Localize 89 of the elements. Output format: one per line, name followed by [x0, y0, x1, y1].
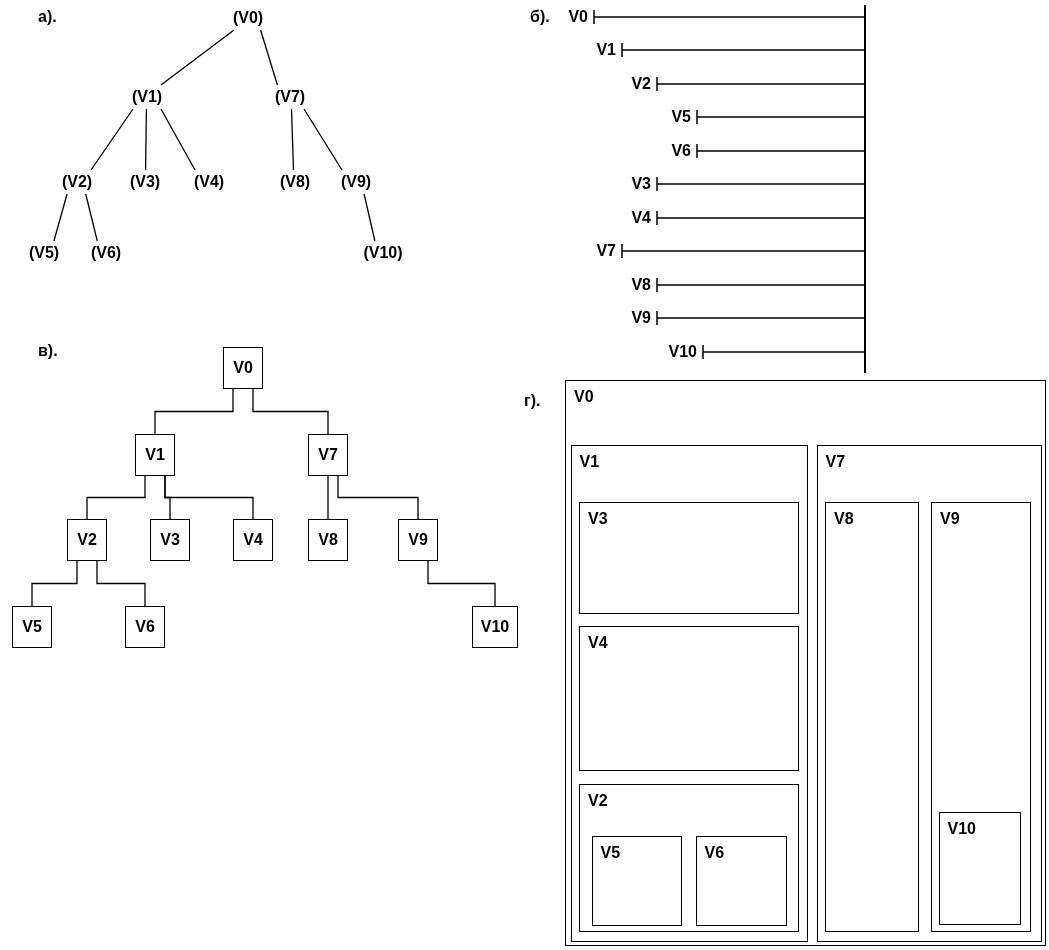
node-box: V7 — [308, 434, 348, 476]
connector-line — [290, 108, 295, 171]
connector-line — [252, 388, 329, 435]
node-label: (V3) — [123, 170, 167, 194]
nested-box — [938, 811, 1021, 925]
node-label: (V0) — [226, 6, 270, 30]
connector-line — [154, 388, 234, 435]
node-label: (V10) — [357, 241, 409, 265]
node-label: (V1) — [125, 85, 169, 109]
connector-line — [31, 560, 78, 607]
bracket-line — [621, 243, 865, 259]
bracket-line — [656, 176, 865, 192]
node-box: V1 — [135, 434, 175, 476]
node-box: V8 — [308, 519, 348, 561]
node-label: V5 — [663, 106, 697, 128]
panel-label: б). — [530, 8, 550, 26]
node-box: V5 — [12, 606, 52, 648]
panel-label: а). — [38, 8, 57, 26]
connector-line — [160, 29, 235, 86]
box-title: V1 — [579, 453, 600, 470]
node-label: (V8) — [273, 170, 317, 194]
box-title: V6 — [704, 844, 725, 861]
node-box: V9 — [398, 519, 438, 561]
connector-line — [86, 475, 146, 520]
nested-box — [591, 835, 682, 926]
connector-line — [303, 108, 343, 171]
node-label: (V6) — [84, 241, 128, 265]
nested-box — [816, 444, 1042, 942]
node-label: V0 — [560, 6, 594, 28]
bracket-line — [656, 76, 865, 92]
nested-box — [579, 784, 799, 932]
bracket-line — [696, 143, 865, 159]
node-label: (V9) — [334, 170, 378, 194]
box-title: V4 — [588, 635, 608, 651]
connector-line — [160, 108, 196, 171]
box-title: V3 — [588, 511, 608, 527]
node-box: V10 — [472, 606, 518, 648]
node-label: V8 — [623, 274, 657, 296]
connector-line — [144, 108, 148, 171]
node-box: V2 — [67, 519, 107, 561]
connector-line — [363, 193, 376, 242]
node-label: (V7) — [268, 85, 312, 109]
bracket-line — [656, 210, 865, 226]
nested-box — [931, 502, 1031, 932]
node-label: V6 — [663, 140, 697, 162]
node-box: V6 — [125, 606, 165, 648]
node-label: V2 — [623, 73, 657, 95]
connector-line — [327, 475, 329, 520]
box-title: V5 — [600, 844, 621, 861]
nested-box — [579, 626, 799, 771]
bracket-line — [702, 344, 865, 360]
connector-line — [85, 193, 98, 242]
node-label: (V4) — [187, 170, 231, 194]
node-label: V3 — [623, 173, 657, 195]
connector-line — [90, 108, 134, 171]
panel-label: г). — [524, 392, 541, 410]
bracket-line — [656, 310, 865, 326]
box-title: V0 — [574, 389, 594, 405]
connector-line — [53, 193, 68, 242]
node-label: V10 — [661, 341, 703, 363]
node-label: V9 — [623, 307, 657, 329]
bracket-line — [593, 9, 865, 25]
node-box: V3 — [150, 519, 190, 561]
node-label: V7 — [588, 240, 622, 262]
connector-line — [164, 475, 254, 520]
bracket-line — [656, 277, 865, 293]
box-title: V8 — [834, 511, 854, 527]
bracket-line — [696, 109, 865, 125]
nested-box — [579, 502, 799, 614]
nested-box — [565, 380, 1046, 946]
node-box: V4 — [233, 519, 273, 561]
box-title: V10 — [947, 820, 976, 837]
nested-box — [825, 502, 919, 932]
connector-line — [427, 560, 496, 607]
box-title: V2 — [588, 793, 608, 809]
connector-line — [96, 560, 146, 607]
box-title: V7 — [825, 453, 846, 470]
nested-box — [695, 835, 787, 926]
box-title: V9 — [940, 511, 960, 527]
node-label: V4 — [623, 207, 657, 229]
connector-line — [259, 29, 279, 86]
bracket-line — [621, 42, 865, 58]
connector-line — [337, 475, 419, 520]
node-box: V0 — [223, 347, 263, 389]
nested-box — [570, 444, 808, 942]
panel-label: в). — [38, 342, 58, 360]
node-label: V1 — [588, 39, 622, 61]
node-label: (V5) — [22, 241, 66, 265]
node-label: (V2) — [55, 170, 99, 194]
